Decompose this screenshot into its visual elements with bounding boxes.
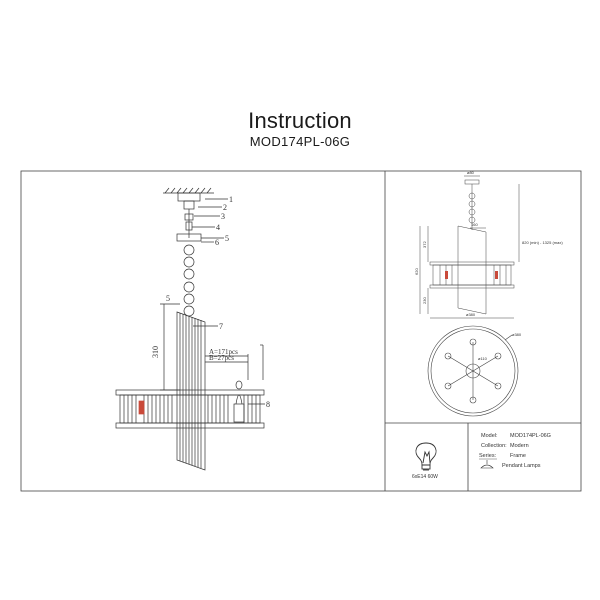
height-dimension-label: 310 [151, 346, 160, 358]
side-dim-c: 620 [414, 268, 419, 275]
side-dim-diameter: ø380 [466, 312, 476, 317]
pendant-lamp-icon [480, 460, 494, 469]
top-view-drawing [427, 325, 519, 417]
callout-3: 3 [221, 212, 225, 221]
outer-frame [20, 170, 582, 492]
canopy [176, 233, 202, 242]
spec-model-value: MOD174PL-06G [510, 433, 551, 439]
spec-series-value: Frame [510, 453, 526, 459]
top-dim-outer: ø380 [512, 332, 522, 337]
side-view-bulb-left [445, 271, 448, 279]
callout-1: 1 [229, 195, 233, 204]
chain [183, 244, 195, 317]
bulb-spec-label: 6xE14 60W [412, 474, 438, 480]
side-dim-top: ø80 [467, 170, 475, 175]
side-view-drawing [419, 175, 520, 319]
ring-shade [115, 389, 265, 429]
callout-5: 5 [225, 234, 229, 243]
crystal-count-a: A=171pcs [209, 348, 238, 356]
top-dim-inner: ø110 [478, 356, 488, 361]
crystal-count-b: B=27pcs [209, 354, 234, 362]
callout-2: 2 [223, 203, 227, 212]
side-view-bulb-right [495, 271, 498, 279]
callout-6: 6 [215, 238, 219, 247]
height-dimension [160, 303, 264, 391]
callout-leaders [192, 198, 265, 405]
callout-7: 7 [219, 322, 223, 331]
page-title: Instruction [248, 108, 352, 133]
ceiling-mount [163, 187, 214, 238]
bulb-socket-right [233, 380, 245, 423]
side-dim-a: 160 [471, 222, 478, 227]
callout-4: 4 [216, 223, 220, 232]
side-dim-d: 230 [422, 297, 427, 304]
spec-type-value: Pendant Lamps [502, 463, 541, 469]
lightbulb-icon [415, 442, 437, 471]
spec-table: Model: MOD174PL-06G Collection: Modern S… [479, 433, 551, 469]
main-assembly-drawing [115, 187, 265, 471]
center-crystal-rods [176, 311, 206, 471]
side-dim-total: 820 (min) - 1325 (max) [522, 240, 563, 245]
spec-collection-label: Collection: [481, 443, 507, 449]
callout-5-rod: 5 [166, 294, 170, 303]
spec-collection-value: Modern [510, 443, 529, 449]
bulb-socket-left [138, 400, 145, 415]
part-callout-labels: 1 2 3 4 5 6 7 8 5 [166, 195, 270, 409]
model-code: MOD174PL-06G [249, 134, 351, 149]
callout-8: 8 [266, 400, 270, 409]
spec-model-label: Model: [481, 433, 498, 439]
spec-series-label: Series: [479, 453, 497, 459]
side-dim-b: 372 [422, 241, 427, 248]
